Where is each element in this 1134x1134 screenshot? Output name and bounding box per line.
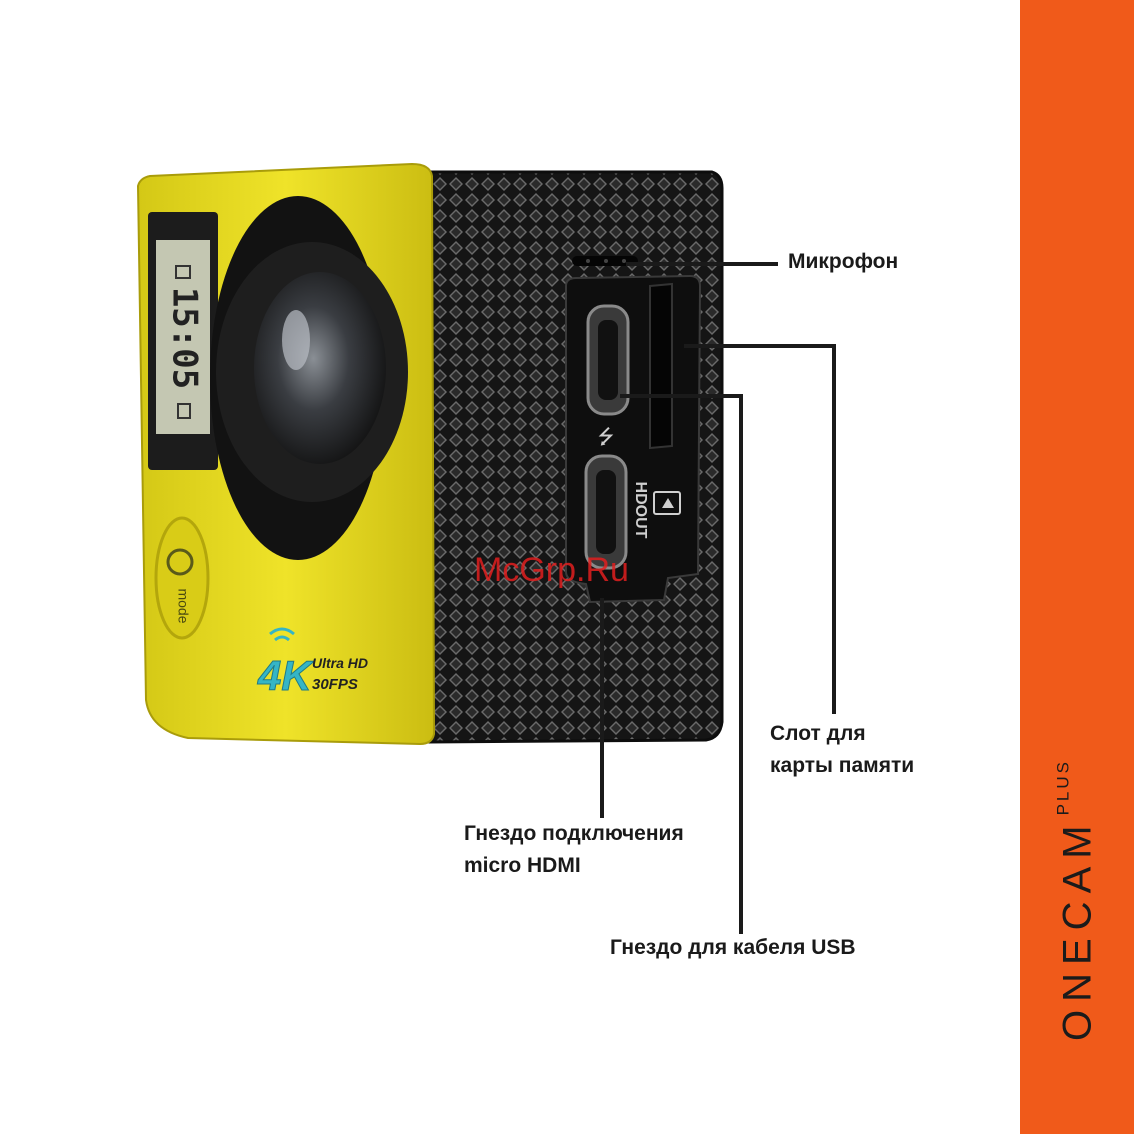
card-slot-callout: Слот для карты памяти (770, 718, 914, 782)
badge-4k: 4K (257, 652, 314, 699)
usb-callout: Гнездо для кабеля USB (610, 932, 856, 964)
brand-name: ONECAM (1056, 817, 1100, 1041)
hdmi-callout: Гнездо подключения micro HDMI (464, 818, 684, 882)
card-slot-callout-line2: карты памяти (770, 750, 914, 782)
microphone-callout: Микрофон (788, 246, 898, 278)
memory-card-slot (650, 284, 672, 448)
lens-highlight (282, 310, 310, 370)
hdout-label: HDOUT (632, 482, 649, 539)
card-slot-callout-line1: Слот для (770, 718, 914, 750)
micro-hdmi-port-inner (596, 470, 616, 554)
watermark: McGrp.Ru (474, 551, 629, 590)
usb-symbol-icon: ⭍ (598, 425, 615, 449)
hdmi-callout-line2: micro HDMI (464, 850, 684, 882)
microphone-hole-1 (586, 259, 590, 263)
mode-label: mode (175, 588, 191, 623)
microphone-hole-2 (604, 259, 608, 263)
badge-ultra-hd: Ultra HD (312, 655, 368, 671)
badge-fps: 30FPS (312, 676, 358, 693)
lcd-time: 15:05 (165, 287, 205, 389)
brand-logo: ONECAM PLUS (1054, 759, 1101, 1041)
microphone-hole-3 (622, 259, 626, 263)
micro-usb-port-inner (598, 320, 618, 400)
lens-glass (254, 272, 386, 464)
brand-suffix: PLUS (1054, 759, 1073, 815)
brand-sidebar: ONECAM PLUS (1020, 0, 1134, 1134)
hdmi-callout-line1: Гнездо подключения (464, 818, 684, 850)
